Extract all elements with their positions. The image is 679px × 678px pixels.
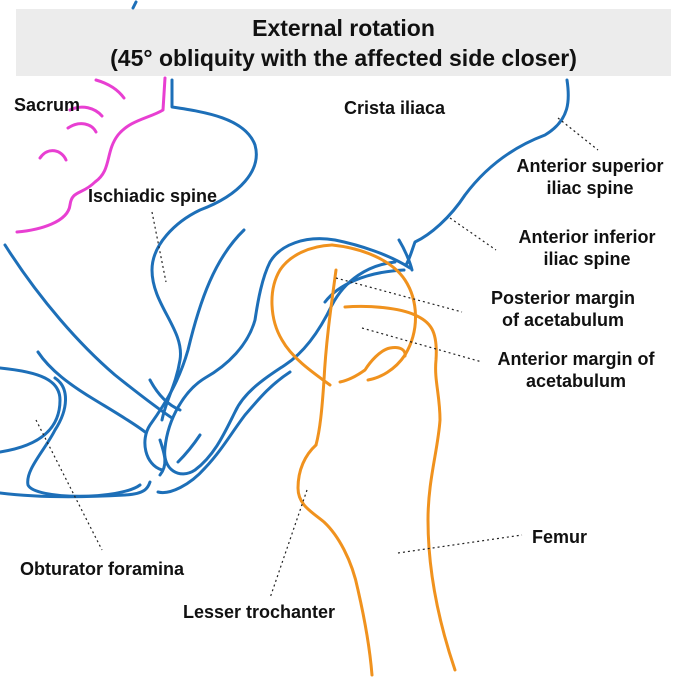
title-line-1: External rotation	[252, 14, 435, 41]
label-crista-iliaca: Crista iliaca	[344, 98, 446, 118]
label-asis-line-2: iliac spine	[546, 178, 633, 198]
leader-aiis	[449, 217, 497, 251]
label-femur: Femur	[532, 527, 587, 547]
label-sacrum: Sacrum	[14, 95, 80, 115]
label-anterior-margin-line-1: Anterior margin of	[497, 349, 655, 369]
leader-ischiadic-spine	[151, 211, 167, 283]
leader-asis	[557, 117, 599, 151]
pelvis-outline	[0, 0, 570, 499]
leader-lines	[35, 117, 599, 599]
leader-femur	[397, 534, 523, 554]
label-asis-line-1: Anterior superior	[516, 156, 663, 176]
title-box: External rotation (45° obliquity with th…	[16, 9, 671, 76]
label-aiis-line-1: Anterior inferior	[518, 227, 655, 247]
sacrum-outline	[15, 76, 167, 234]
label-ischiadic-spine: Ischiadic spine	[88, 186, 217, 206]
leader-obturator-foramina	[35, 419, 103, 551]
leader-lesser-trochanter	[269, 489, 308, 599]
leader-anterior-margin	[361, 327, 483, 363]
label-posterior-margin-line-1: Posterior margin	[491, 288, 635, 308]
label-obturator-foramina: Obturator foramina	[20, 559, 185, 579]
label-aiis-line-2: iliac spine	[543, 249, 630, 269]
title-line-2: (45° obliquity with the affected side cl…	[110, 44, 577, 71]
label-lesser-trochanter: Lesser trochanter	[183, 602, 335, 622]
labels: Sacrum Crista iliaca Anterior superior i…	[14, 95, 664, 622]
label-anterior-margin-line-2: acetabulum	[526, 371, 626, 391]
femur-outline	[270, 243, 457, 677]
leader-posterior-margin	[335, 277, 463, 313]
label-posterior-margin-line-2: of acetabulum	[502, 310, 624, 330]
